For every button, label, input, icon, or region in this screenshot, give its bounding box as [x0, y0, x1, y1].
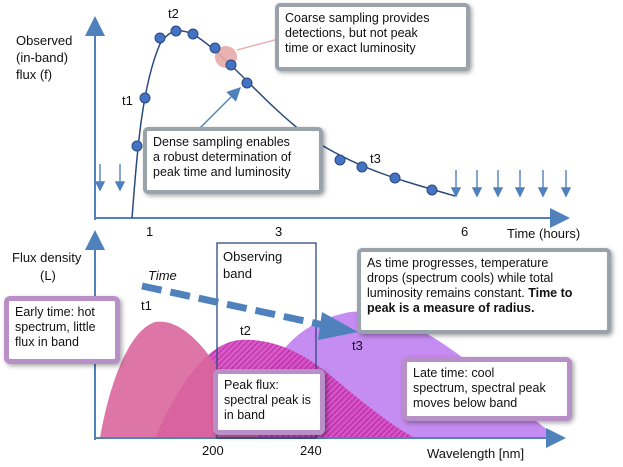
late-line-3: moves below band [413, 396, 518, 410]
sample-point [334, 154, 346, 166]
down-arrow-icon [560, 170, 572, 198]
top-x-tick-3: 3 [275, 224, 282, 239]
top-y-label-3: flux (f) [16, 67, 52, 82]
progress-line-1: As time progresses, temperature [367, 256, 549, 270]
progress-line-4: peak is a measure of radius. [367, 301, 601, 316]
early-line-3: flux in band [15, 335, 79, 349]
sample-point [187, 28, 199, 40]
bottom-y-label-1: Flux density [12, 250, 82, 265]
early-time-callout: Early time: hot spectrum, little flux in… [4, 296, 120, 364]
coarse-line-3: time or exact luminosity [285, 41, 416, 55]
progress-line-3: luminosity remains constant. Time to [367, 286, 601, 301]
dense-line-3: peak time and luminosity [153, 165, 291, 179]
top-t1-label: t1 [122, 93, 133, 108]
peak-line-1: Peak flux: [224, 378, 279, 392]
sample-point [426, 184, 438, 196]
time-arrow [141, 282, 329, 330]
sample-point [241, 77, 253, 89]
sample-point [356, 161, 368, 173]
sample-point [170, 25, 182, 37]
sample-point [139, 92, 151, 104]
sample-point [389, 172, 401, 184]
peak-line-3: in band [224, 408, 266, 422]
bottom-t3-label: t3 [352, 338, 363, 353]
top-y-label-1: Observed [16, 33, 72, 48]
top-t3-label: t3 [370, 151, 381, 166]
early-line-1: Early time: hot [15, 305, 95, 319]
coarse-sampling-callout: Coarse sampling provides detections, but… [275, 3, 470, 71]
coarse-line-1: Coarse sampling provides [285, 11, 430, 25]
time-progress-callout: As time progresses, temperature drops (s… [357, 248, 611, 334]
progress-line-2: drops (spectrum cools) while total [367, 271, 554, 285]
top-y-label-2: (in-band) [16, 50, 68, 65]
top-x-tick-6: 6 [461, 224, 468, 239]
down-arrow-icon [94, 164, 106, 192]
peak-line-2: spectral peak is [224, 393, 311, 407]
peak-flux-callout: Peak flux: spectral peak is in band [213, 369, 325, 435]
time-arrow-head [318, 312, 358, 340]
sample-point [154, 32, 166, 44]
dense-sampling-callout: Dense sampling enables a robust determin… [143, 127, 323, 194]
observing-band [216, 242, 317, 439]
late-line-2: spectrum, spectral peak [413, 381, 546, 395]
upper-limit-arrows [94, 164, 572, 198]
sample-point [209, 42, 221, 54]
early-line-2: spectrum, little [15, 320, 96, 334]
band-label-1: Observing [223, 249, 282, 264]
down-arrow-icon [492, 170, 504, 198]
down-arrow-icon [114, 164, 126, 192]
coarse-connector [236, 37, 283, 51]
coarse-line-2: detections, but not peak [285, 26, 418, 40]
bottom-x-label: Wavelength [nm] [427, 446, 524, 461]
down-arrow-icon [514, 170, 526, 198]
dense-line-2: a robust determination of [153, 150, 292, 164]
down-arrow-icon [450, 170, 462, 198]
top-x-tick-1: 1 [146, 224, 153, 239]
bottom-t2-label: t2 [240, 323, 251, 338]
time-arrow-label: Time [148, 268, 177, 283]
progress-line-3-bold: Time to [528, 286, 573, 300]
down-arrow-icon [537, 170, 549, 198]
sample-point [131, 140, 143, 152]
bottom-x-tick-200: 200 [202, 443, 224, 458]
bottom-x-tick-240: 240 [300, 443, 322, 458]
late-time-callout: Late time: cool spectrum, spectral peak … [402, 357, 572, 421]
bottom-y-label-2: (L) [40, 268, 56, 283]
progress-line-3-normal: luminosity remains constant. [367, 286, 529, 300]
band-label-2: band [223, 266, 252, 281]
top-t2-label: t2 [168, 6, 179, 21]
bottom-t1-label: t1 [141, 298, 152, 313]
dense-line-1: Dense sampling enables [153, 135, 290, 149]
top-x-label: Time (hours) [507, 226, 580, 241]
down-arrow-icon [471, 170, 483, 198]
progress-line-4-bold: peak is a measure of radius. [367, 301, 535, 315]
sample-point [225, 59, 237, 71]
dense-connector [195, 87, 241, 133]
late-line-1: Late time: cool [413, 366, 495, 380]
